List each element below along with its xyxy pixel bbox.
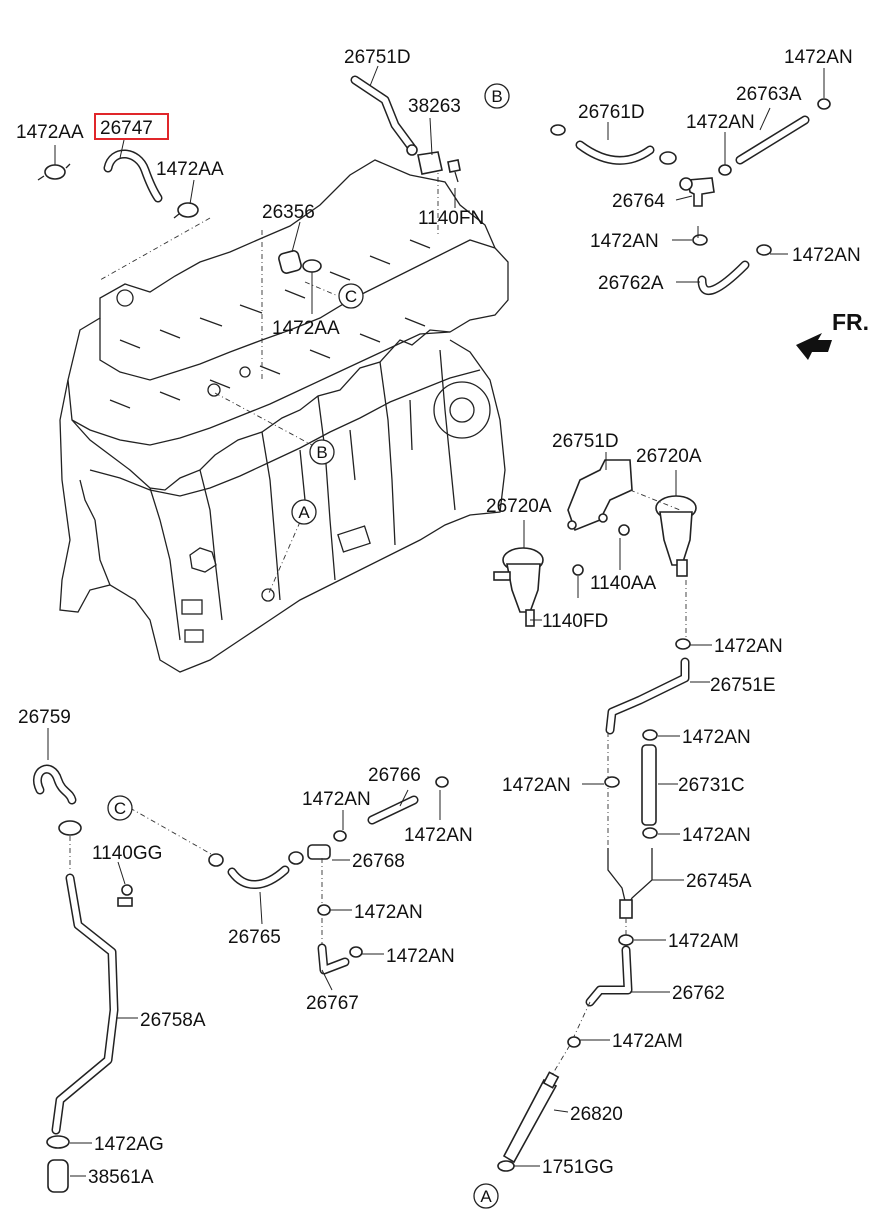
part-26758A-pipe [51, 873, 119, 1135]
label-26768[interactable]: 26768 [352, 851, 405, 872]
label-26761D[interactable]: 26761D [578, 102, 645, 123]
part-1751GG-gasket [497, 1160, 515, 1172]
part-38263-bracket [417, 151, 443, 175]
callout-a-engine: A [291, 499, 317, 525]
label-1472AN-m1[interactable]: 1472AN [714, 636, 783, 657]
label-1472AA-b[interactable]: 1472AA [156, 159, 224, 180]
label-front: FR. [832, 309, 869, 335]
part-26768-fitting [307, 830, 347, 860]
callout-b-engine: B [309, 439, 335, 465]
label-26764[interactable]: 26764 [612, 191, 665, 212]
part-38561A-cap [47, 1159, 69, 1193]
label-26720A-left[interactable]: 26720A [486, 496, 552, 517]
part-labels: 1472AA 26747 1472AA 26751D 38263 1140FN … [16, 47, 869, 1188]
part-26762A-hose [692, 234, 772, 296]
label-1140AA[interactable]: 1140AA [590, 573, 657, 594]
label-38263[interactable]: 38263 [408, 96, 461, 117]
part-26820-valve [502, 1036, 581, 1164]
part-26764-tee [679, 177, 715, 207]
svg-text:A: A [480, 1187, 492, 1206]
clamp-1472AG [46, 1135, 70, 1149]
label-26759[interactable]: 26759 [18, 707, 71, 728]
label-26751D-mid[interactable]: 26751D [552, 431, 619, 452]
label-1472AM-1[interactable]: 1472AM [668, 931, 739, 952]
part-26747-hose [103, 149, 163, 203]
part-26765-hose [208, 851, 304, 889]
label-26763A[interactable]: 26763A [736, 84, 802, 105]
label-26745A[interactable]: 26745A [686, 871, 752, 892]
label-1472AN-m3[interactable]: 1472AN [502, 775, 571, 796]
label-1472AN-b2[interactable]: 1472AN [404, 825, 473, 846]
label-26751D-top[interactable]: 26751D [344, 47, 411, 68]
part-26766-hose [367, 776, 449, 825]
part-26763A-hose [718, 98, 831, 176]
part-26761D-hose [550, 124, 677, 165]
bolt-1140FN [447, 159, 461, 183]
label-26747[interactable]: 26747 [100, 118, 153, 139]
label-1472AN-m4[interactable]: 1472AN [682, 825, 751, 846]
part-26751D-bracket [567, 459, 633, 532]
bolt-1140GG [117, 884, 133, 907]
front-direction-arrow-icon [796, 333, 832, 360]
label-1472AM-2[interactable]: 1472AM [612, 1031, 683, 1052]
label-1140GG[interactable]: 1140GG [92, 843, 162, 864]
bolt-1140FD [572, 564, 584, 576]
label-1472AN-top4[interactable]: 1472AN [792, 245, 861, 266]
label-1472AN-b4[interactable]: 1472AN [386, 946, 455, 967]
callout-c-bottom: C [107, 795, 133, 821]
label-26767[interactable]: 26767 [306, 993, 359, 1014]
part-26751E-hose [605, 638, 691, 735]
label-1472AN-top2[interactable]: 1472AN [784, 47, 853, 68]
part-26356-hose [278, 250, 322, 274]
part-26759-hose [33, 764, 77, 805]
clamp-1472AA-left [37, 163, 71, 181]
label-1472AN-b3[interactable]: 1472AN [354, 902, 423, 923]
label-1472AN-top1[interactable]: 1472AN [686, 112, 755, 133]
part-26751D-top-pipe [350, 75, 418, 156]
part-26720A-left-separator [493, 547, 544, 627]
label-26751E[interactable]: 26751E [710, 675, 776, 696]
label-1751GG[interactable]: 1751GG [542, 1157, 614, 1178]
label-1472AG[interactable]: 1472AG [94, 1134, 164, 1155]
label-1472AA-a[interactable]: 1472AA [16, 122, 84, 143]
label-1472AN-b1[interactable]: 1472AN [302, 789, 371, 810]
label-1472AN-m2[interactable]: 1472AN [682, 727, 751, 748]
svg-text:A: A [298, 503, 310, 522]
svg-text:C: C [345, 287, 357, 306]
callout-a-bottom: A [473, 1183, 499, 1209]
leader-lines [47, 65, 825, 1177]
label-26731C[interactable]: 26731C [678, 775, 745, 796]
label-1472AA-c[interactable]: 1472AA [272, 318, 340, 339]
label-26762[interactable]: 26762 [672, 983, 725, 1004]
part-26745A-tee [604, 776, 653, 919]
label-1140FD[interactable]: 1140FD [542, 611, 608, 632]
highlight-box-26747 [94, 113, 169, 140]
part-26762-hose [585, 934, 634, 1007]
svg-text:B: B [491, 87, 502, 106]
svg-text:C: C [114, 799, 126, 818]
label-26720A-right[interactable]: 26720A [636, 446, 702, 467]
label-26762A[interactable]: 26762A [598, 273, 664, 294]
label-26758A[interactable]: 26758A [140, 1010, 206, 1031]
part-26720A-right-separator [655, 495, 697, 577]
callout-b-top: B [484, 83, 510, 109]
svg-text:B: B [316, 443, 327, 462]
part-26731C-hose [641, 729, 658, 839]
label-26820[interactable]: 26820 [570, 1104, 623, 1125]
label-26356[interactable]: 26356 [262, 202, 315, 223]
label-38561A[interactable]: 38561A [88, 1167, 154, 1188]
label-26766[interactable]: 26766 [368, 765, 421, 786]
label-26765[interactable]: 26765 [228, 927, 281, 948]
label-1140FN[interactable]: 1140FN [418, 208, 484, 229]
clamp-1472AA-right [173, 202, 199, 219]
callout-c-engine: C [338, 283, 364, 309]
label-1472AN-top3[interactable]: 1472AN [590, 231, 659, 252]
engine-block [59, 159, 509, 673]
clamp-26759-lower [58, 820, 82, 836]
bolt-1140AA [618, 524, 630, 536]
